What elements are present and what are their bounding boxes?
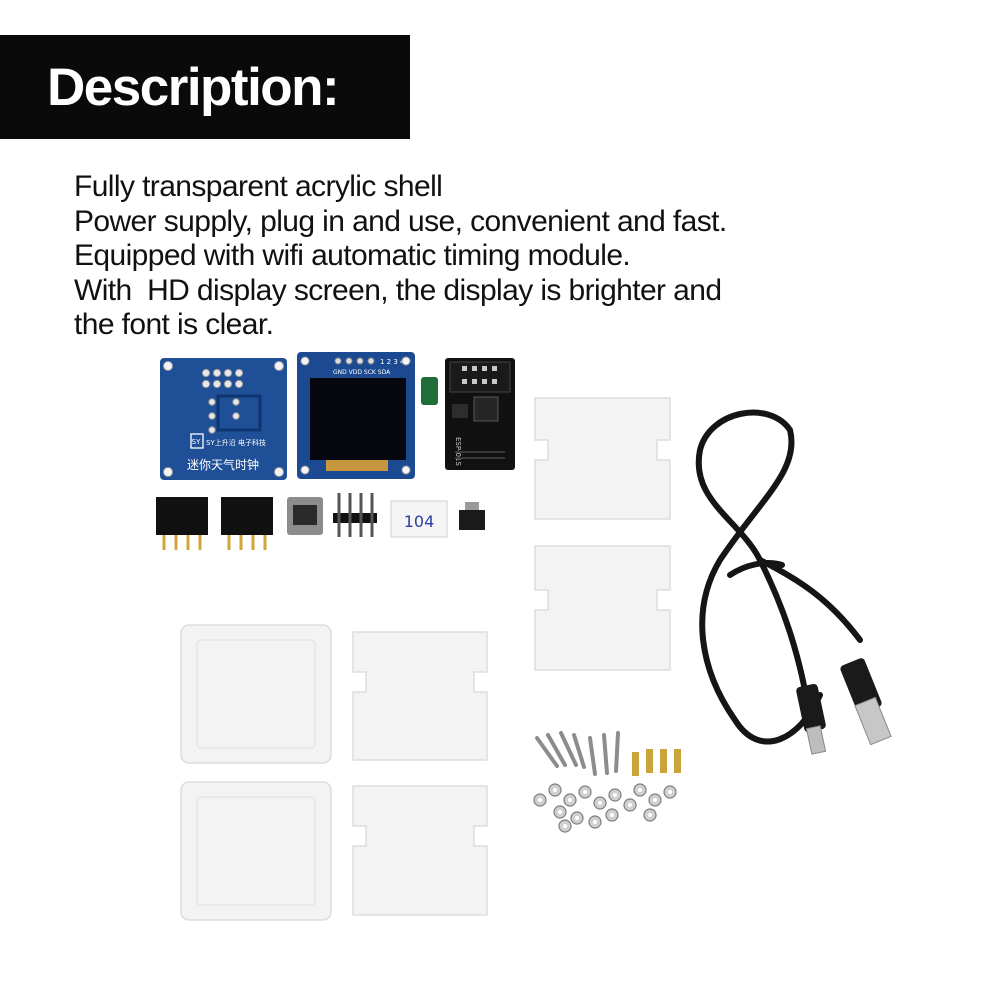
pcb-board: SY SY上升沿 电子科技 迷你天气时钟: [160, 358, 287, 480]
oled-display: 1 2 3 4 GND VDD SCK SDA: [297, 352, 415, 479]
page-title: Description:: [47, 58, 340, 117]
usb-plug: [796, 658, 892, 755]
component-marking: 104: [404, 512, 435, 531]
wifi-module: ESP-01S: [445, 358, 515, 470]
oled-pin-labels: GND VDD SCK SDA: [333, 369, 391, 376]
male-pin-header: [333, 493, 377, 537]
component-strip: 104: [390, 500, 448, 538]
description-line: Fully transparent acrylic shell: [74, 170, 443, 203]
green-component: [421, 377, 438, 405]
description-line: the font is clear.: [74, 308, 274, 341]
description-text: Fully transparent acrylic shell Power su…: [74, 170, 727, 343]
usb-connector: [287, 497, 323, 535]
description-line: With HD display screen, the display is b…: [74, 273, 722, 307]
acrylic-plates: [180, 397, 671, 921]
female-header-left: [156, 497, 208, 550]
sy-logo-icon: [190, 433, 204, 449]
pcb-brand-text: SY上升沿 电子科技: [206, 438, 266, 447]
oled-pin-numbers: 1 2 3 4: [380, 358, 405, 366]
screws: [535, 731, 620, 776]
brass-standoffs: [632, 749, 681, 776]
female-header-right: [221, 497, 273, 550]
description-line: Power supply, plug in and use, convenien…: [74, 204, 727, 238]
title-bar: [0, 35, 410, 139]
description-line: Equipped with wifi automatic timing modu…: [74, 239, 631, 272]
svg-text:SY: SY: [192, 438, 201, 446]
voltage-regulator: [459, 502, 485, 530]
usb-cable: [695, 409, 863, 745]
pcb-label: 迷你天气时钟: [187, 457, 259, 472]
